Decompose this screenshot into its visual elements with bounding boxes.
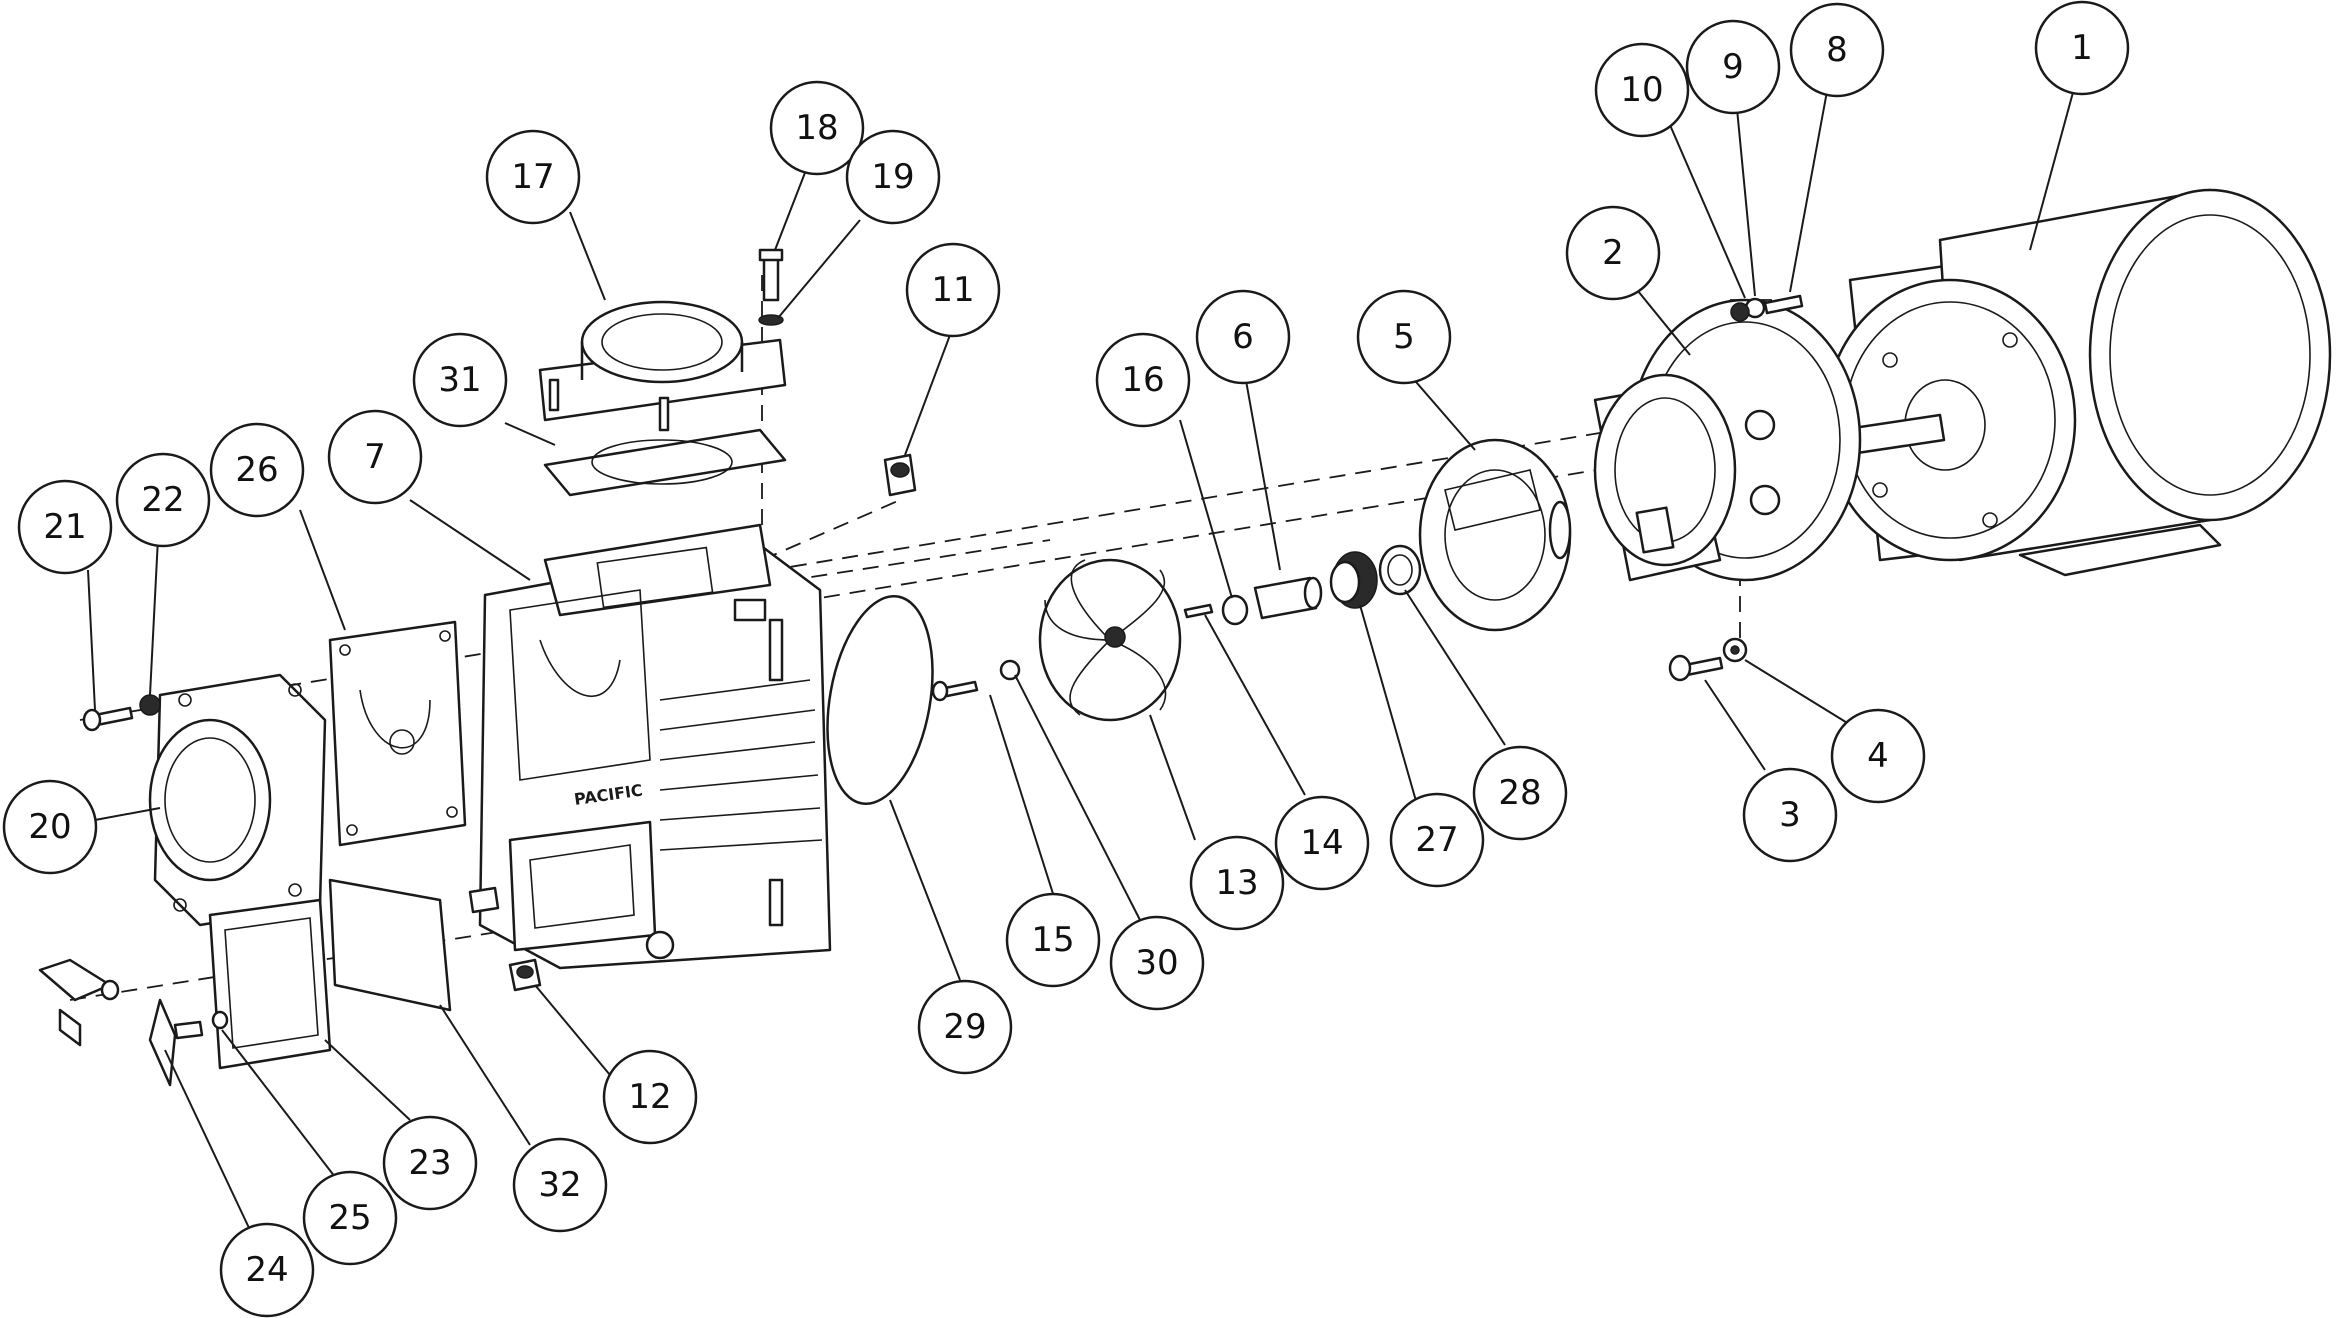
callout-3: 3 — [1742, 767, 1838, 863]
callout-6: 6 — [1195, 289, 1291, 385]
svg-text:16: 16 — [1121, 360, 1164, 400]
svg-text:13: 13 — [1215, 863, 1258, 903]
svg-text:7: 7 — [364, 437, 386, 477]
washer-30 — [999, 659, 1021, 681]
callout-4: 4 — [1830, 708, 1926, 804]
plug-12 — [508, 958, 542, 992]
ring-28 — [1378, 544, 1422, 596]
svg-text:23: 23 — [408, 1143, 451, 1183]
gasket-31 — [543, 428, 787, 497]
bolt-8 — [1763, 294, 1804, 315]
washer-4 — [1722, 637, 1748, 663]
callout-18: 18 — [769, 80, 865, 176]
drain-plug-body — [468, 886, 500, 914]
callout-7: 7 — [327, 409, 423, 505]
svg-text:6: 6 — [1232, 317, 1254, 357]
callout-12: 12 — [602, 1049, 698, 1145]
callout-11: 11 — [905, 242, 1001, 338]
svg-text:15: 15 — [1031, 920, 1074, 960]
callout-20: 20 — [2, 779, 98, 875]
mechanical-seal-27 — [1329, 551, 1378, 609]
svg-text:29: 29 — [943, 1007, 986, 1047]
callout-15: 15 — [1005, 892, 1101, 988]
bolt-3 — [1668, 654, 1724, 682]
svg-text:18: 18 — [795, 108, 838, 148]
callout-8: 8 — [1789, 2, 1885, 98]
t-handle-24 — [38, 958, 204, 1087]
callout-10: 10 — [1594, 42, 1690, 138]
o-ring-29 — [826, 594, 934, 806]
callout-1: 1 — [2034, 0, 2130, 96]
svg-text:3: 3 — [1779, 795, 1801, 835]
callout-31: 31 — [412, 332, 508, 428]
svg-text:21: 21 — [43, 507, 86, 547]
callout-21: 21 — [17, 479, 113, 575]
sleeve-6 — [1253, 576, 1323, 620]
pump-body: PACIFIC — [478, 523, 832, 970]
washer-25 — [100, 979, 229, 1030]
callout-5: 5 — [1356, 289, 1452, 385]
discharge-flange — [538, 300, 787, 432]
cover-gasket-23 — [208, 898, 332, 1070]
seal-plate — [1418, 438, 1572, 632]
plug-11 — [883, 453, 917, 497]
key-14 — [1183, 603, 1214, 619]
callout-2: 2 — [1565, 205, 1661, 301]
cover-plate-32 — [328, 878, 452, 1012]
washer-19 — [758, 314, 784, 326]
adapter-bracket — [1593, 298, 1862, 582]
bolt-15 — [931, 680, 979, 702]
callout-16: 16 — [1095, 332, 1191, 428]
leader-lines — [87, 74, 2076, 1231]
svg-text:11: 11 — [931, 270, 974, 310]
svg-text:1: 1 — [2071, 28, 2093, 68]
svg-text:5: 5 — [1393, 317, 1415, 357]
svg-text:25: 25 — [328, 1198, 371, 1238]
svg-text:30: 30 — [1135, 943, 1178, 983]
svg-text:22: 22 — [141, 480, 184, 520]
callout-30: 30 — [1109, 915, 1205, 1011]
nut-10 — [1730, 302, 1750, 322]
callout-32: 32 — [512, 1137, 608, 1233]
callout-23: 23 — [382, 1115, 478, 1211]
svg-text:14: 14 — [1300, 823, 1343, 863]
svg-text:32: 32 — [538, 1165, 581, 1205]
callout-9: 9 — [1685, 19, 1781, 115]
bolt-18 — [758, 248, 784, 302]
svg-text:8: 8 — [1826, 30, 1848, 70]
svg-text:2: 2 — [1602, 233, 1624, 273]
svg-text:10: 10 — [1620, 70, 1663, 110]
callout-17: 17 — [485, 129, 581, 225]
svg-text:9: 9 — [1722, 47, 1744, 87]
svg-text:20: 20 — [28, 807, 71, 847]
callout-27: 27 — [1389, 792, 1485, 888]
svg-text:12: 12 — [628, 1077, 671, 1117]
callout-24: 24 — [219, 1222, 315, 1318]
svg-text:31: 31 — [438, 360, 481, 400]
callout-25: 25 — [302, 1170, 398, 1266]
bolt-21 — [82, 706, 134, 732]
callout-19: 19 — [845, 129, 941, 225]
callout-13: 13 — [1189, 835, 1285, 931]
svg-text:26: 26 — [235, 450, 278, 490]
impeller — [1038, 558, 1182, 722]
washer-22 — [139, 694, 161, 716]
suction-flange — [148, 673, 327, 927]
svg-text:4: 4 — [1867, 736, 1889, 776]
callout-14: 14 — [1274, 795, 1370, 891]
callout-22: 22 — [115, 452, 211, 548]
svg-text:24: 24 — [245, 1250, 288, 1290]
svg-text:27: 27 — [1415, 820, 1458, 860]
callout-29: 29 — [917, 979, 1013, 1075]
svg-text:19: 19 — [871, 157, 914, 197]
washer-16 — [1221, 594, 1249, 626]
callout-26: 26 — [209, 422, 305, 518]
svg-text:17: 17 — [511, 157, 554, 197]
callout-28: 28 — [1472, 745, 1568, 841]
svg-text:28: 28 — [1498, 773, 1541, 813]
motor — [1823, 188, 2332, 577]
flapper-plate-26 — [328, 620, 467, 847]
